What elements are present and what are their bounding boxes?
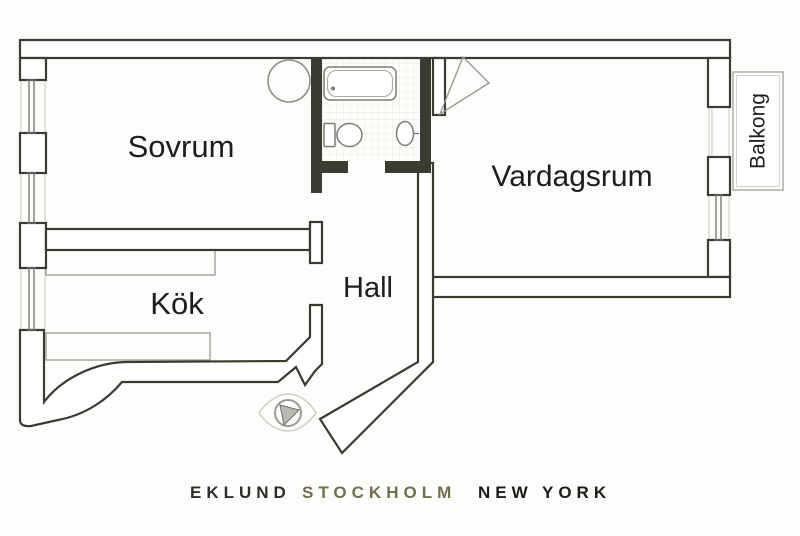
- eklund-eye-logo: [258, 393, 317, 432]
- bathroom-wall-right: [420, 58, 431, 163]
- footer-word-york: YORK: [542, 483, 611, 502]
- window-vardagsrum: [714, 194, 723, 241]
- balcony-box-inner: [736, 75, 780, 187]
- room-label-kok: Kök: [150, 286, 204, 321]
- bathroom-wall-bottom-left: [311, 161, 348, 173]
- toilet-tank: [323, 122, 336, 148]
- wall-divider-sovrum-kok: [44, 227, 312, 252]
- footer-word-stockholm: STOCKHOLM: [302, 483, 456, 502]
- room-label-sovrum: Sovrum: [128, 129, 235, 164]
- bathroom-wall-bottom-right: [385, 161, 431, 173]
- wall-pier-balcony-lower: [706, 238, 732, 279]
- bathroom-wall-left: [311, 58, 322, 193]
- balcony: [732, 71, 784, 191]
- footer-word-new: NEW: [478, 483, 533, 502]
- left-facade-line: [20, 58, 46, 330]
- window-kok: [27, 267, 36, 331]
- vardagsrum-door-swing-icon: [438, 55, 491, 116]
- logo-triangle-icon: [279, 404, 300, 427]
- toilet: [336, 122, 363, 148]
- room-label-hall: Hall: [343, 272, 393, 304]
- room-labels: Sovrum Vardagsrum Kök Hall Balkong: [128, 93, 770, 321]
- outer-wall-right-upper: [706, 56, 732, 109]
- wall-divider-endcap: [308, 220, 324, 265]
- kitchen-curved-outer-wall: [18, 303, 324, 428]
- walls: [18, 38, 732, 455]
- wall-pier-left-1: [18, 131, 48, 175]
- kitchen-counter-lower: [45, 332, 211, 361]
- wall-pier-left-2: [18, 221, 48, 270]
- windows: [27, 79, 723, 331]
- room-label-vardagsrum: Vardagsrum: [491, 160, 652, 193]
- bathroom-fixtures: [323, 66, 419, 148]
- corner-stove-icon: [267, 59, 311, 103]
- window-sovrum-2: [27, 172, 36, 224]
- room-label-balkong: Balkong: [747, 93, 770, 169]
- outer-wall-top: [18, 38, 732, 60]
- outer-wall-left-corner: [18, 56, 48, 82]
- bathtub-inner-rim: [326, 69, 394, 98]
- bathroom-walls: [311, 58, 431, 193]
- bathtub: [323, 66, 397, 101]
- sink: [395, 120, 415, 147]
- window-sovrum-1: [27, 79, 36, 134]
- footer-brand: EKLUND STOCKHOLM NEW YORK: [190, 483, 611, 502]
- bathtub-faucet-icon: [331, 86, 335, 91]
- vardagsrum-bottom-wall: [431, 275, 732, 299]
- hall-right-wall-diagonal: [318, 161, 435, 455]
- wall-pier-balcony-upper: [706, 155, 732, 197]
- logo-eye-outline-icon: [258, 393, 317, 432]
- balcony-box: [732, 71, 784, 191]
- footer-word-eklund: EKLUND: [190, 483, 291, 502]
